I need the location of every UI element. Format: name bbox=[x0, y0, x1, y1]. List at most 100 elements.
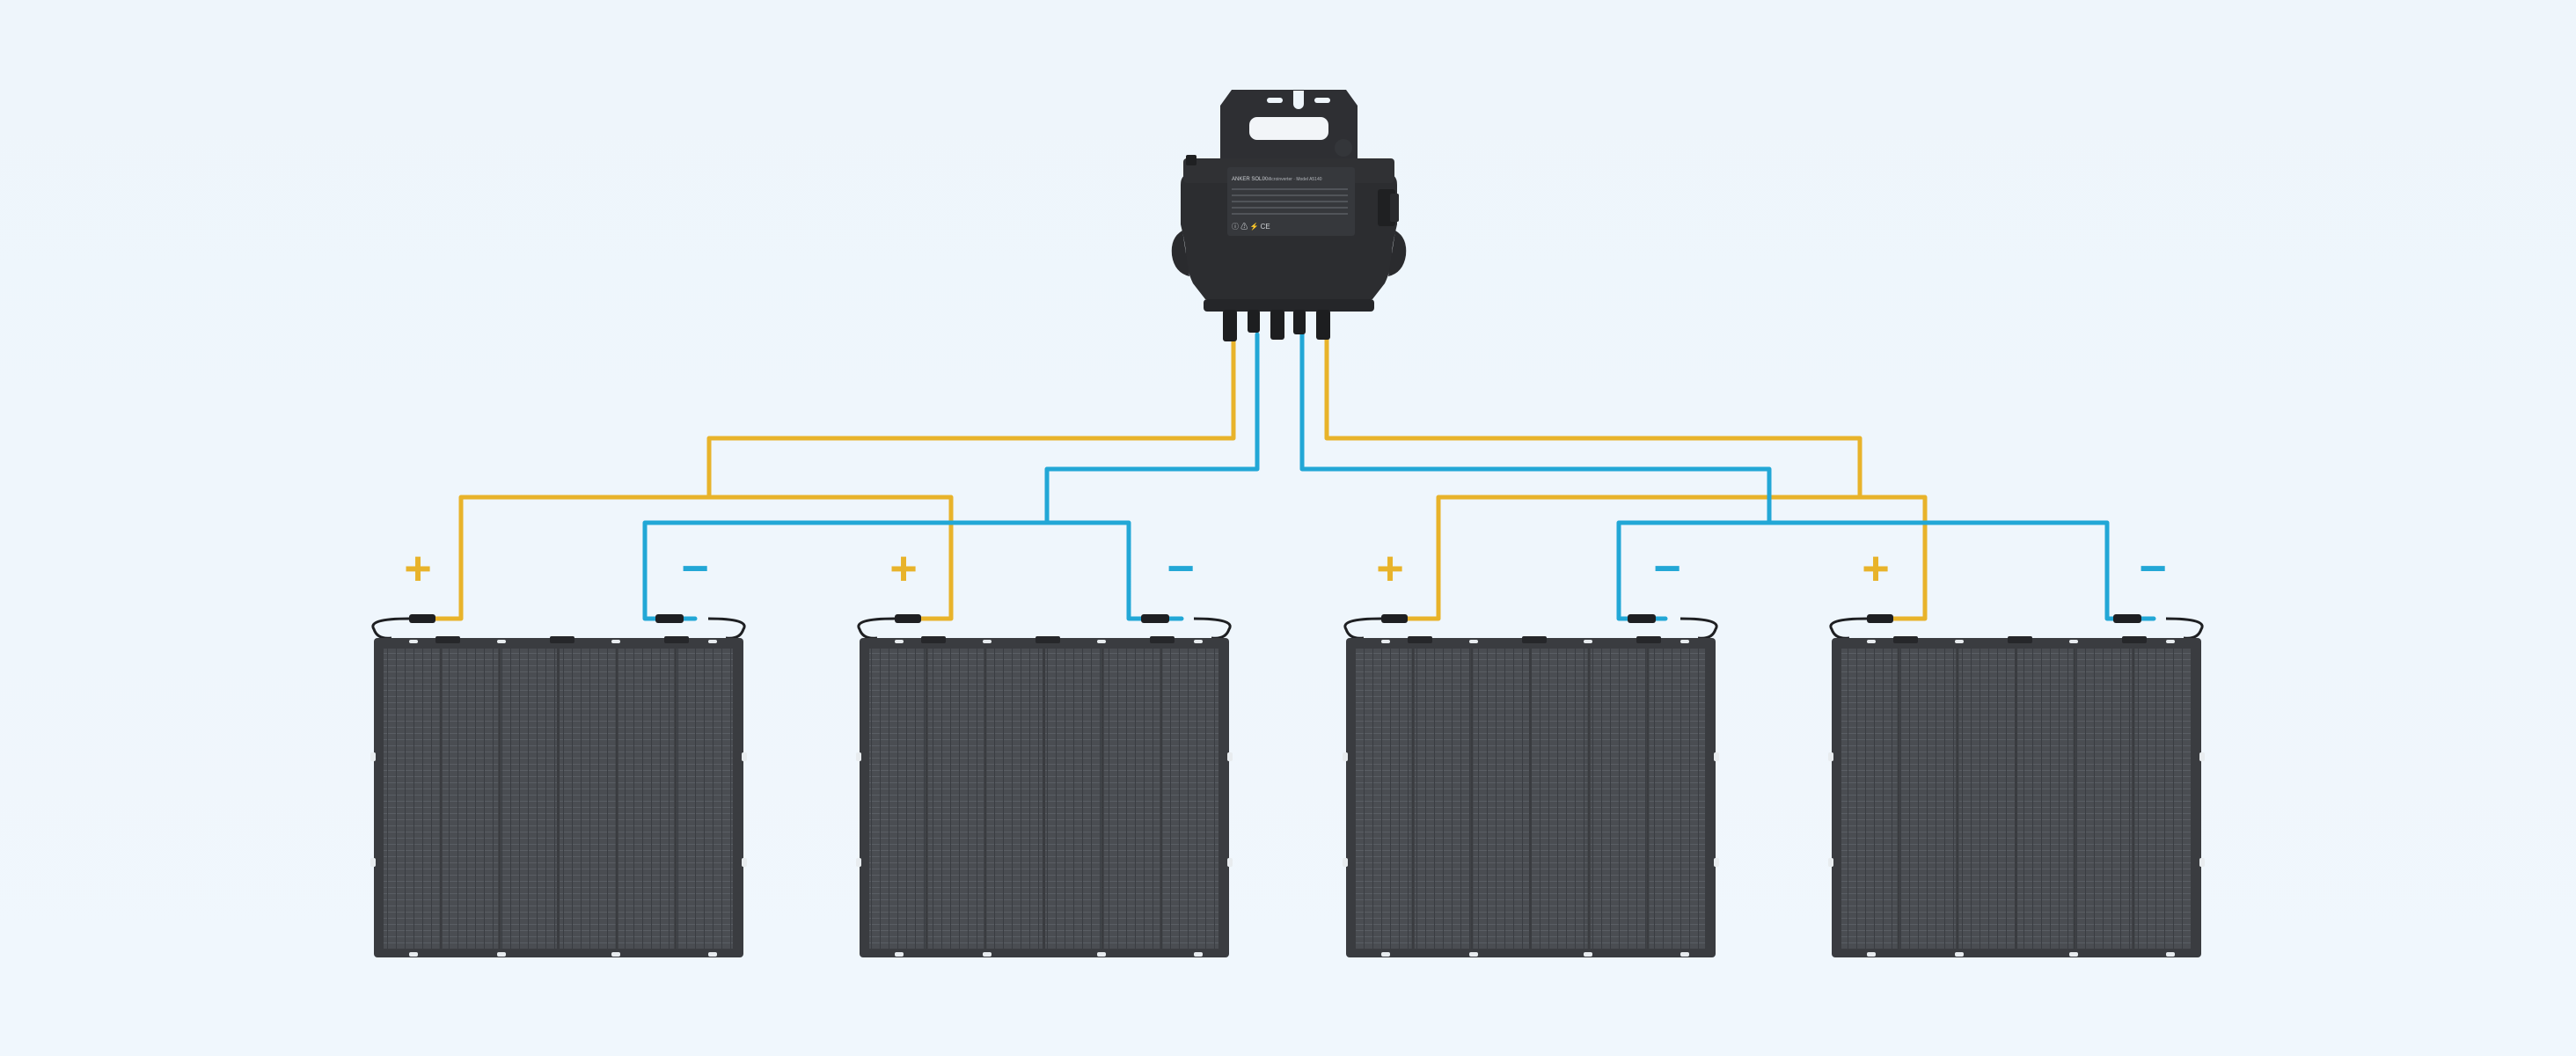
grommet bbox=[983, 952, 992, 957]
negative-symbol: − bbox=[1167, 542, 1195, 595]
cell-column bbox=[1899, 649, 1957, 949]
cell-column bbox=[618, 649, 675, 949]
grommet bbox=[1469, 952, 1478, 957]
cell-column bbox=[2075, 649, 2133, 949]
cell-column bbox=[560, 649, 616, 949]
mc4-connector-positive bbox=[1867, 614, 1893, 623]
panel-cable bbox=[857, 617, 896, 640]
cell-column bbox=[1356, 649, 1412, 949]
mount-slot bbox=[1249, 117, 1328, 140]
positive-symbol: + bbox=[1376, 542, 1404, 595]
grommet bbox=[856, 858, 861, 867]
cell-column bbox=[1473, 649, 1529, 949]
cell-column bbox=[869, 649, 926, 949]
mc4-connector-negative bbox=[1628, 614, 1656, 623]
cell-column bbox=[442, 649, 499, 949]
grommet bbox=[1867, 952, 1876, 957]
grommet bbox=[1680, 952, 1689, 957]
cell-column bbox=[1958, 649, 2015, 949]
cell-column bbox=[2017, 649, 2074, 949]
grommet bbox=[497, 952, 506, 957]
cell-column bbox=[1103, 649, 1160, 949]
grommet bbox=[895, 952, 904, 957]
grommet bbox=[1955, 952, 1964, 957]
junction-tab bbox=[921, 636, 946, 643]
grommet bbox=[742, 858, 747, 867]
cell-column bbox=[927, 649, 984, 949]
junction-tab bbox=[1522, 636, 1547, 643]
grommet bbox=[1714, 752, 1719, 761]
grommet bbox=[611, 640, 620, 643]
grommet bbox=[1227, 858, 1233, 867]
negative-wire bbox=[1767, 520, 2156, 621]
grommet bbox=[2166, 952, 2175, 957]
grommet bbox=[1097, 640, 1106, 643]
grommet bbox=[742, 752, 747, 761]
positive-symbol: + bbox=[1862, 542, 1890, 595]
grommet bbox=[2166, 640, 2175, 643]
microinverter: ANKER SOLIX Microinverter · Model A5140 … bbox=[1171, 90, 1407, 341]
junction-tab bbox=[664, 636, 689, 643]
grommet bbox=[895, 640, 904, 643]
grommet bbox=[983, 640, 992, 643]
negative-wire bbox=[1299, 332, 1772, 621]
junction-tab bbox=[550, 636, 574, 643]
grommet bbox=[1584, 640, 1592, 643]
cell-column bbox=[384, 649, 440, 949]
mc4-connector-negative bbox=[655, 614, 684, 623]
solar-panel: +− bbox=[1343, 542, 1719, 957]
panel-cable bbox=[1343, 617, 1382, 640]
negative-symbol: − bbox=[1653, 542, 1681, 595]
wiring bbox=[418, 332, 2156, 621]
grommet bbox=[409, 640, 418, 643]
grommet bbox=[1955, 640, 1964, 643]
panel-cable bbox=[1829, 617, 1868, 640]
positive-wire bbox=[706, 495, 954, 621]
positive-wire bbox=[1857, 495, 1928, 621]
solar-panel: +− bbox=[370, 542, 747, 957]
junction-tab bbox=[2008, 636, 2032, 643]
grommet bbox=[497, 640, 506, 643]
cert-icons: ⓘ ⚠ ⚡ CE bbox=[1232, 222, 1270, 231]
grommet bbox=[1680, 640, 1689, 643]
grommet bbox=[2069, 640, 2078, 643]
grommet bbox=[1227, 752, 1233, 761]
cell-column bbox=[1162, 649, 1218, 949]
panel-cable bbox=[1680, 617, 1718, 640]
positive-wire bbox=[418, 332, 1236, 621]
negative-wire bbox=[1044, 520, 1184, 621]
junction-tab bbox=[1150, 636, 1175, 643]
grommet bbox=[1381, 640, 1390, 643]
grommet bbox=[1828, 858, 1833, 867]
mc4-connector-positive bbox=[1381, 614, 1408, 623]
mc4-connector-positive bbox=[409, 614, 435, 623]
grommet bbox=[1381, 952, 1390, 957]
grommet bbox=[1867, 640, 1876, 643]
cell-column bbox=[1414, 649, 1471, 949]
grommet bbox=[1343, 752, 1348, 761]
cell-column bbox=[1590, 649, 1647, 949]
solar-panel: +− bbox=[1828, 542, 2205, 957]
grommet bbox=[1343, 858, 1348, 867]
negative-symbol: − bbox=[2139, 542, 2167, 595]
grommet bbox=[1584, 952, 1592, 957]
grommet bbox=[409, 952, 418, 957]
grommet bbox=[370, 752, 376, 761]
junction-tab bbox=[1893, 636, 1918, 643]
grommet bbox=[1828, 752, 1833, 761]
grommet bbox=[2069, 952, 2078, 957]
panel-cable bbox=[1193, 617, 1232, 640]
grommet bbox=[856, 752, 861, 761]
junction-tab bbox=[1036, 636, 1060, 643]
grommet bbox=[2199, 752, 2205, 761]
panel-cable bbox=[2165, 617, 2204, 640]
junction-tab bbox=[1636, 636, 1661, 643]
grommet bbox=[708, 640, 717, 643]
solar-panel: +− bbox=[856, 542, 1233, 957]
cell-column bbox=[1649, 649, 1705, 949]
grommet bbox=[1714, 858, 1719, 867]
cell-column bbox=[1841, 649, 1898, 949]
grommet bbox=[2199, 858, 2205, 867]
model-label: Microinverter · Model A5140 bbox=[1267, 177, 1322, 182]
